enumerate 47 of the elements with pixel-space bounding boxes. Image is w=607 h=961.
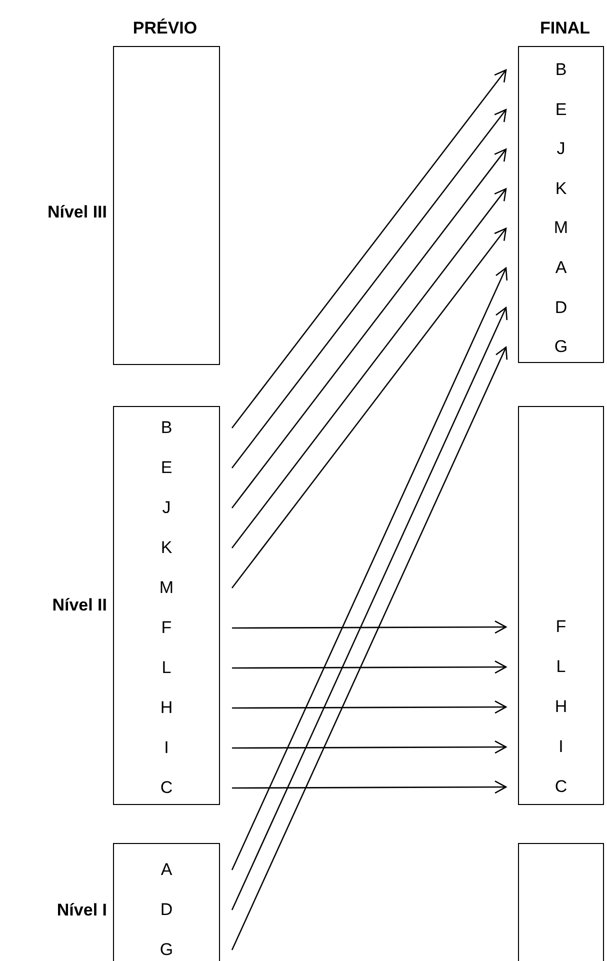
column-heading: FINAL	[540, 20, 590, 36]
letter: J	[162, 499, 171, 516]
level-label: Nível III	[47, 204, 107, 220]
letter: I	[164, 739, 169, 756]
letter: I	[558, 738, 564, 755]
level-box	[518, 406, 604, 805]
letter: D	[554, 298, 568, 316]
level-box	[518, 843, 604, 961]
letter: M	[554, 219, 568, 236]
letter: G	[160, 941, 174, 958]
arrow	[231, 148, 507, 508]
letter: H	[160, 699, 173, 716]
letter: F	[161, 619, 172, 636]
level-box	[518, 46, 604, 363]
letter: E	[160, 459, 172, 476]
arrow	[231, 108, 507, 468]
letter: C	[160, 779, 173, 796]
letter: A	[555, 259, 567, 276]
letter: M	[159, 579, 174, 596]
letter: B	[160, 419, 172, 436]
letter: A	[160, 861, 172, 878]
arrow	[232, 620, 507, 634]
letter: D	[160, 901, 173, 918]
letter: E	[555, 100, 567, 118]
letter: K	[555, 180, 567, 197]
column-heading: PRÉVIO	[132, 20, 198, 36]
arrow	[232, 740, 507, 754]
arrow	[232, 780, 507, 794]
level-box	[113, 46, 220, 365]
letter: L	[162, 659, 172, 676]
level-box	[113, 406, 220, 805]
letter: C	[554, 778, 568, 795]
arrow	[231, 188, 507, 548]
letter: H	[554, 698, 568, 715]
letter: G	[554, 338, 568, 356]
letter: J	[556, 140, 566, 158]
level-box	[113, 843, 220, 961]
arrow	[232, 700, 507, 714]
arrow	[232, 660, 507, 674]
letter: K	[160, 539, 172, 556]
letter: B	[555, 61, 567, 78]
level-label: Nível II	[52, 596, 107, 614]
arrow	[231, 228, 507, 588]
level-label: Nível I	[56, 902, 107, 918]
letter: L	[556, 658, 566, 675]
arrow	[231, 69, 507, 428]
letter: F	[556, 618, 566, 635]
